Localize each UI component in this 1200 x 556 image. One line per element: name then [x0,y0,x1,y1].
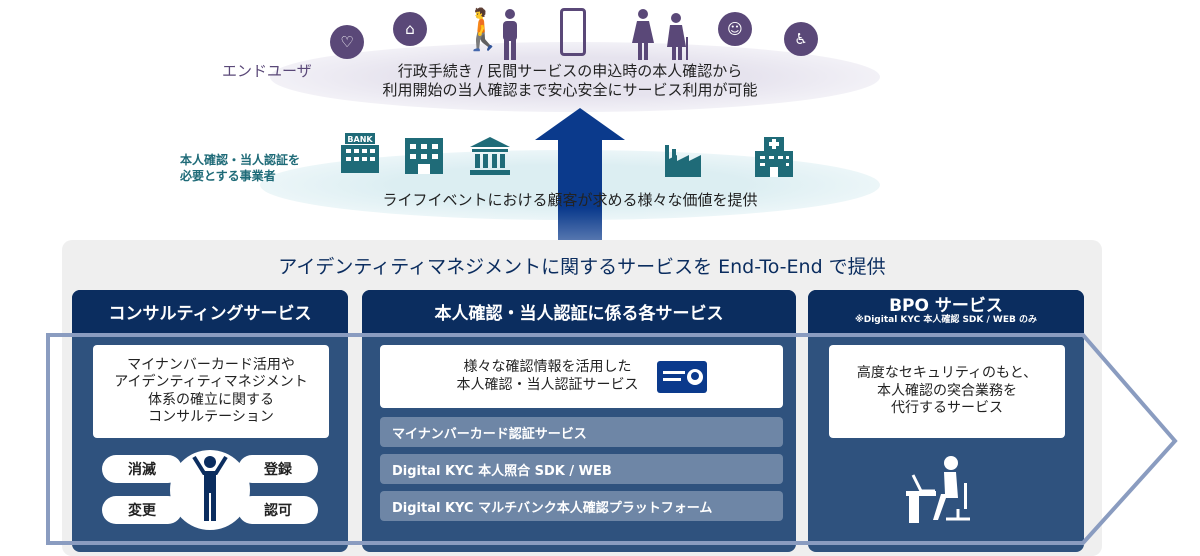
government-building-icon [470,137,510,175]
business-label-line2: 必要とする事業者 [180,169,276,183]
elderly-cane-icon: ♿ [784,22,818,56]
smartphone-icon [560,8,586,56]
pill-authorize: 認可 [238,496,318,524]
desc-line: マイナンバーカード活用や [127,356,295,373]
bpo-title: BPO サービス [889,296,1003,316]
business-label: 本人確認・当人認証を 必要とする事業者 [180,152,300,184]
bank-icon: BANK [341,133,379,173]
end-user-label: エンドユーザ [222,62,312,80]
caregiver-icon: ☺ [718,12,752,46]
factory-icon [665,145,705,177]
office-building-icon [405,138,443,174]
desc-line: 本人確認・当人認証サービス [456,376,639,393]
desc-line: コンサルテーション [148,409,274,425]
business-message: ライフイベントにおける顧客が求める様々な価値を提供 [382,191,758,209]
service-digital-kyc-sdk: Digital KYC 本人照合 SDK / WEB [380,454,783,484]
desc-line: 体系の確立に関する [148,391,274,408]
business-label-line1: 本人確認・当人認証を [180,153,301,167]
id-card-icon [656,360,707,393]
elderly-woman-icon [664,12,690,60]
service-digital-kyc-multibank: Digital KYC マルチバンク本人確認プラットフォーム [380,491,783,521]
end-user-line2: 利用開始の当人確認まで安心安全にサービス利用が可能 [382,81,758,99]
bpo-header: BPO サービス※Digital KYC 本人確認 SDK / WEB のみ [808,290,1084,333]
consulting-description: マイナンバーカード活用や アイデンティティマネジメント 体系の確立に関する コン… [93,345,329,438]
end-user-line1: 行政手続き / 民間サービスの申込時の本人確認から [397,62,743,80]
elderly-man-icon: 🚶 [458,7,508,53]
couple-icon: ♡ [330,25,364,59]
desc-line: 高度なセキュリティのもと、 [856,365,1038,382]
family-home-icon: ⌂ [393,12,427,46]
bank-text: BANK [347,135,373,144]
auth-title: 本人確認・当人認証に係る各サービス [434,304,724,324]
person-arms-up-icon [192,455,228,521]
auth-desc-text: 様々な確認情報を活用した本人確認・当人認証サービス [457,359,639,394]
pill-register: 登録 [238,455,318,483]
hospital-icon [755,137,793,177]
auth-header: 本人確認・当人認証に係る各サービス [362,290,796,333]
auth-description: 様々な確認情報を活用した本人確認・当人認証サービス [380,345,783,408]
pill-delete: 消滅 [102,455,182,483]
man-icon [497,8,523,60]
bpo-description: 高度なセキュリティのもと、 本人確認の突合業務を 代行するサービス [829,345,1065,438]
woman-icon [630,8,656,60]
bpo-note: ※Digital KYC 本人確認 SDK / WEB のみ [854,315,1038,325]
panel-title: アイデンティティマネジメントに関するサービスを End-To-End で提供 [278,256,886,278]
desc-line: アイデンティティマネジメント [114,374,308,390]
end-user-message: 行政手続き / 民間サービスの申込時の本人確認から 利用開始の当人確認まで安心安… [330,62,810,100]
consulting-header: コンサルティングサービス [72,290,348,333]
consulting-title: コンサルティングサービス [108,304,312,324]
desc-line: 様々な確認情報を活用した [463,359,632,375]
up-arrow [535,108,625,308]
desc-line: 代行するサービス [891,400,1003,417]
pill-modify: 変更 [102,496,182,524]
desc-line: 本人確認の突合業務を [877,382,1017,399]
service-mynumber-auth: マイナンバーカード認証サービス [380,417,783,447]
operator-at-desk-icon [906,456,970,523]
